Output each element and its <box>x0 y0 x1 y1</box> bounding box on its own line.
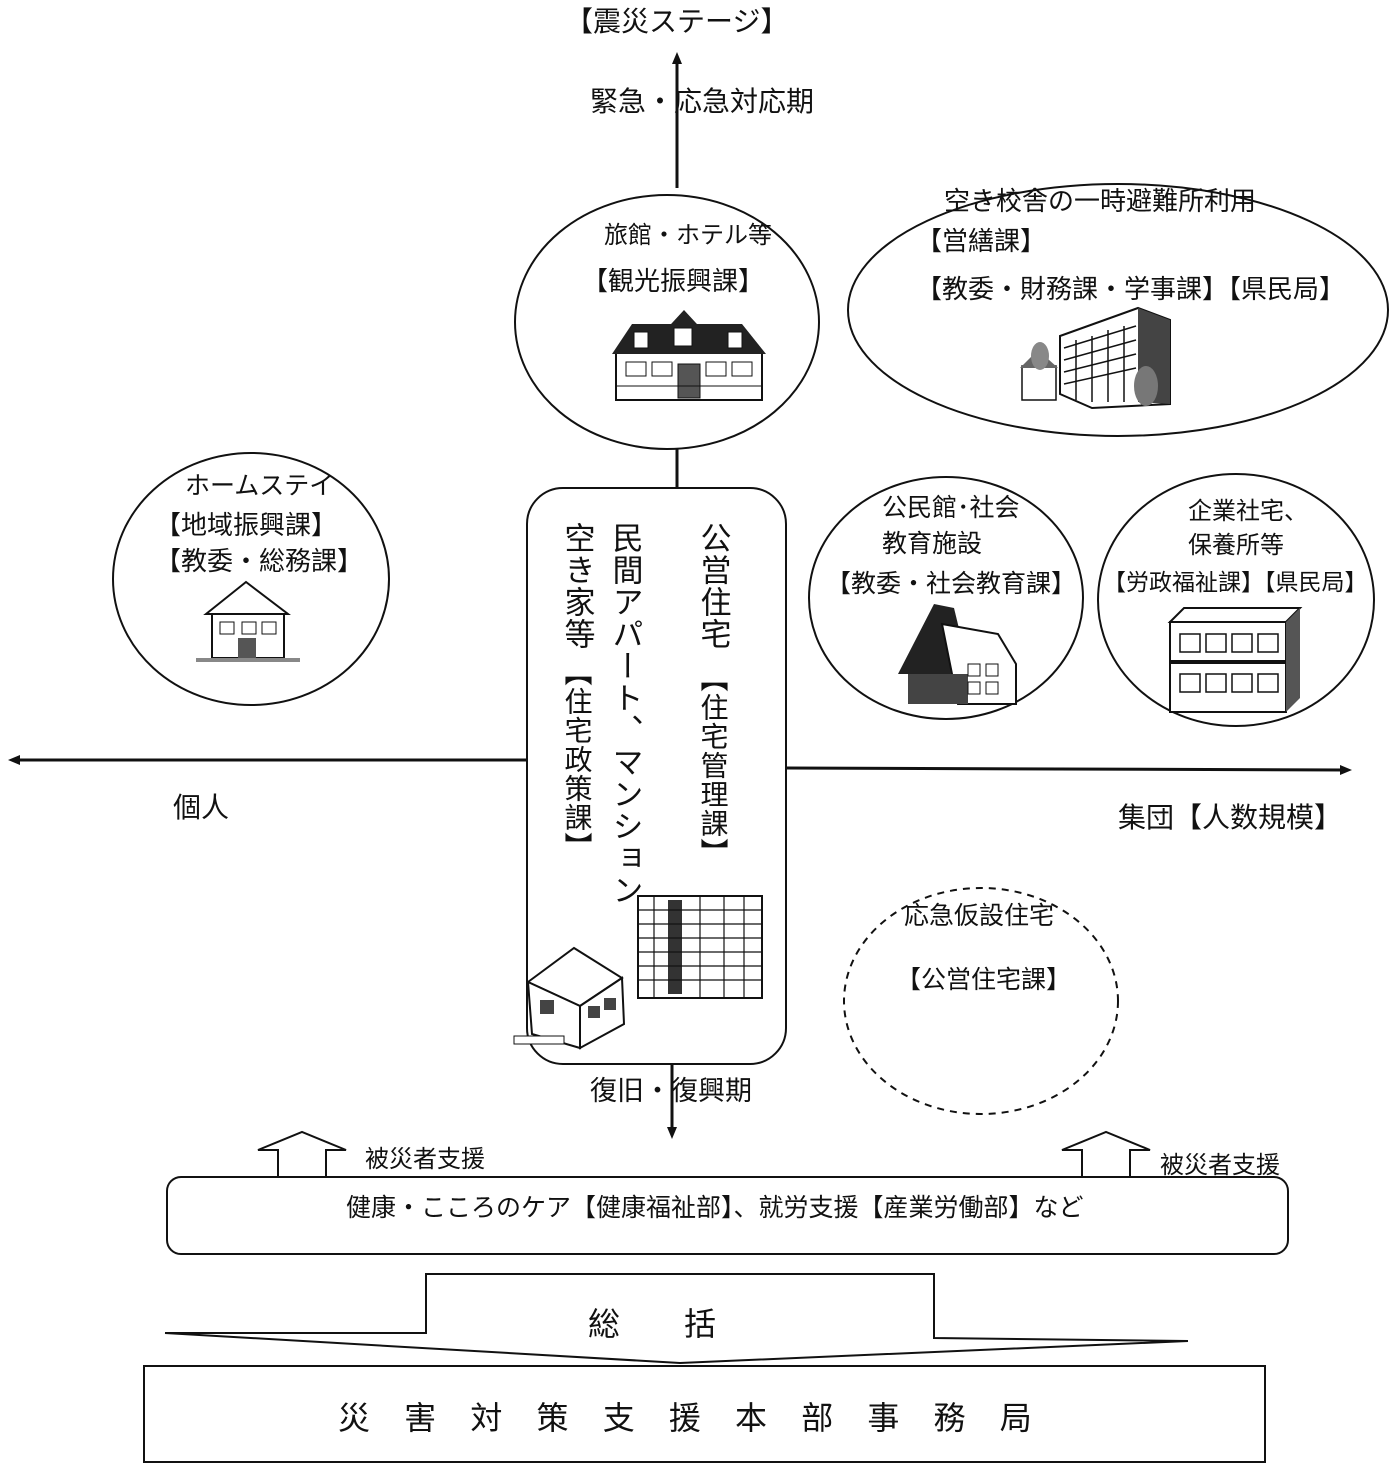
private-housing-dept: 【住宅政策課】 <box>562 658 591 861</box>
public-housing-label: 公営住宅 <box>695 522 731 650</box>
individual-axis-label: 個人 <box>173 792 229 824</box>
public-housing-column: 公営住宅【住宅管理課】 <box>696 522 729 867</box>
emergency-phase-label: 緊急・応急対応期 <box>590 86 814 118</box>
temporary-housing-dept: 【公営住宅課】 <box>896 966 1071 995</box>
support-label-left: 被災者支援 <box>365 1146 485 1174</box>
private-housing-column-2: 空き家等【住宅政策課】 <box>560 522 593 861</box>
school-dept-1: 【営繕課】 <box>916 228 1046 258</box>
homestay-dept-1: 【地域振興課】 <box>155 512 337 542</box>
school-dept-2: 【教委・財務課・学事課】【県民局】 <box>916 276 1345 306</box>
temporary-housing-name: 応急仮設住宅 <box>904 902 1054 931</box>
horizontal-axis-right <box>786 768 1346 770</box>
kominkan-dept: 【教委・社会教育課】 <box>826 570 1076 599</box>
stage-axis-label: 【震災ステージ】 <box>565 6 788 38</box>
support-bar-text: 健康・こころのケア【健康福祉部】、就労支援【産業労働部】など <box>346 1194 1084 1223</box>
hq-label: 災 害 対 策 支 援 本 部 事 務 局 <box>338 1400 1044 1437</box>
apartment-building-icon <box>638 896 762 998</box>
recovery-phase-label: 復旧・復興期 <box>590 1076 752 1107</box>
public-housing-dept: 【住宅管理課】 <box>698 664 727 867</box>
company-line-2: 保養所等 <box>1188 532 1284 560</box>
kominkan-line-1: 公民館･社会 <box>882 494 1020 523</box>
ryokan-dept: 【観光振興課】 <box>582 268 764 298</box>
ryokan-name: 旅館・ホテル等 <box>604 222 772 250</box>
homestay-name: ホームステイ <box>185 472 334 501</box>
company-line-1: 企業社宅、 <box>1188 498 1308 526</box>
up-arrow-left <box>258 1132 346 1177</box>
school-name: 空き校舎の一時避難所利用 <box>944 188 1256 218</box>
kominkan-line-2: 教育施設 <box>882 530 982 559</box>
private-housing-label: 空き家等 <box>559 522 595 650</box>
overall-label: 総 括 <box>588 1306 716 1343</box>
up-arrow-right <box>1062 1132 1150 1177</box>
company-dept: 【労政福祉課】【県民局】 <box>1103 570 1368 596</box>
private-housing-column-1: 民間アパート、マンション <box>608 522 641 906</box>
dormitory-icon <box>1170 608 1300 712</box>
homestay-dept-2: 【教委・総務課】 <box>155 548 363 578</box>
support-label-right: 被災者支援 <box>1160 1152 1280 1180</box>
group-axis-label: 集団【人数規模】 <box>1118 802 1342 834</box>
